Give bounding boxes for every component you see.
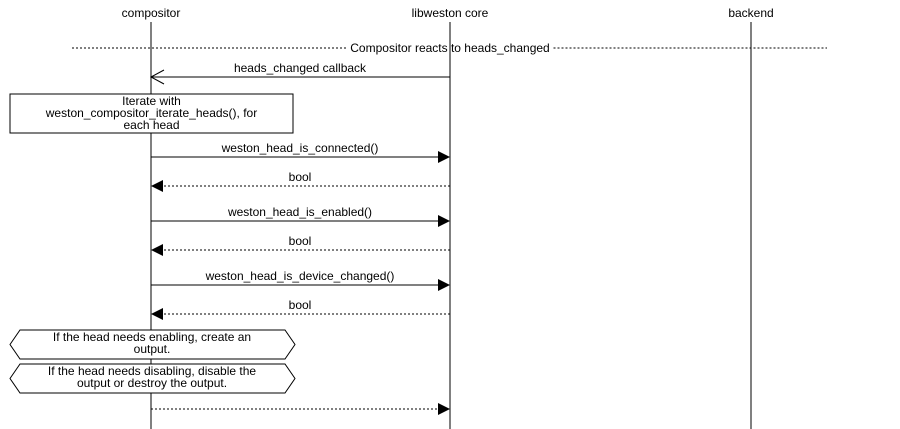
message-return-bool-enabled[interactable]: bool [151,234,450,256]
message-weston-head-is-connected[interactable]: weston_head_is_connected() [151,141,450,163]
note-enable-head: If the head needs enabling, create an ou… [9,329,296,360]
message-return-bool-connected[interactable]: bool [151,170,450,192]
note-disable-head: If the head needs disabling, disable the… [9,363,296,394]
separator-heads-changed: Compositor reacts to heads_changed [72,41,827,55]
arrowhead-filled-right-final-return [438,403,450,415]
note-rect-iterate-heads [9,93,294,134]
lifeline-backend[interactable]: backend [728,6,774,429]
message-heads-changed-callback[interactable]: heads_changed callback [149,61,450,85]
lifeline-title-libweston-core: libweston core [412,6,489,20]
lifeline-title-backend: backend [728,6,773,20]
note-enable-line-1: If the head needs enabling, create an [53,330,251,344]
message-label-weston-head-is-connected: weston_head_is_connected() [221,141,379,155]
message-final-return[interactable] [151,403,450,415]
message-weston-head-is-enabled[interactable]: weston_head_is_enabled() [151,205,450,227]
message-label-weston-head-is-device-changed: weston_head_is_device_changed() [205,269,395,283]
arrowhead-filled-left-return-bool-connected [151,180,163,192]
note-line-2: weston_compositor_iterate_heads(), for [45,106,257,120]
note-hexagon-enable-head [9,329,296,360]
note-line-1: Iterate with [122,94,181,108]
message-label-return-bool-device-changed: bool [289,298,312,312]
arrowhead-filled-right-weston-head-is-enabled [438,215,450,227]
message-weston-head-is-device-changed[interactable]: weston_head_is_device_changed() [151,269,450,291]
message-label-weston-head-is-enabled: weston_head_is_enabled() [227,205,372,219]
note-enable-line-2: output. [134,342,171,356]
separator-label: Compositor reacts to heads_changed [350,41,549,55]
lifeline-title-compositor: compositor [122,6,181,20]
note-hexagon-disable-head [9,363,296,394]
arrowhead-filled-left-return-bool-enabled [151,244,163,256]
arrowhead-filled-right-weston-head-is-device-changed [438,279,450,291]
lifelines-layer: compositor libweston core backend [122,6,774,429]
note-line-3: each head [123,118,179,132]
lifeline-compositor[interactable]: compositor [122,6,181,429]
message-return-bool-device-changed[interactable]: bool [151,298,450,320]
arrowhead-filled-right-weston-head-is-connected [438,151,450,163]
message-label-return-bool-enabled: bool [289,234,312,248]
note-disable-line-1: If the head needs disabling, disable the [48,364,256,378]
note-iterate-heads: Iterate with weston_compositor_iterate_h… [9,93,294,134]
arrowhead-filled-left-return-bool-device-changed [151,308,163,320]
lifeline-libweston-core[interactable]: libweston core [412,6,489,429]
message-label-heads-changed-callback: heads_changed callback [234,61,367,75]
arrowhead-open-left-heads-changed-callback [149,69,165,85]
message-label-return-bool-connected: bool [289,170,312,184]
note-disable-line-2: output or destroy the output. [77,376,227,390]
